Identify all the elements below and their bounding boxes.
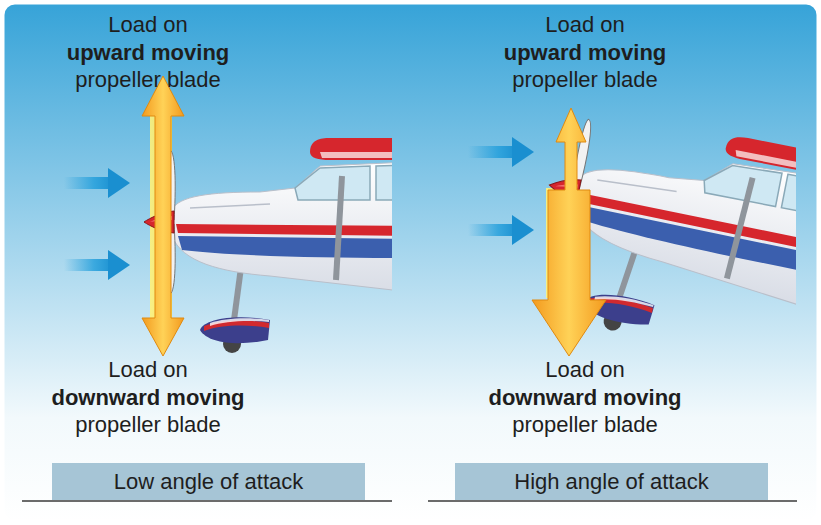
load-label: Load on	[108, 12, 188, 38]
load-label: upward moving	[67, 40, 230, 66]
load-label: Load on	[108, 357, 188, 383]
load-label: propeller blade	[75, 412, 221, 438]
load-label: downward moving	[51, 385, 244, 411]
caption-band: Low angle of attack	[52, 463, 365, 500]
load-label: downward moving	[488, 385, 681, 411]
load-label: propeller blade	[512, 67, 658, 93]
load-label: propeller blade	[75, 67, 221, 93]
caption-text: High angle of attack	[504, 469, 718, 495]
load-label: propeller blade	[512, 412, 658, 438]
load-label: Load on	[545, 12, 625, 38]
load-label: Load on	[545, 357, 625, 383]
load-label: upward moving	[504, 40, 667, 66]
caption-band: High angle of attack	[455, 463, 768, 500]
caption-text: Low angle of attack	[104, 469, 314, 495]
